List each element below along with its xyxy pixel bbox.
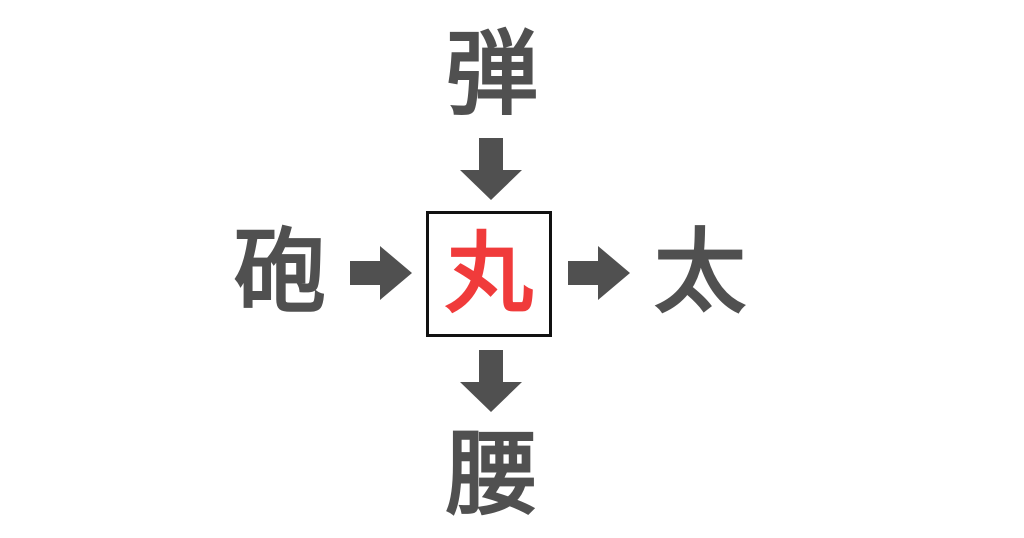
kanji-bottom: 腰 xyxy=(445,421,538,528)
kanji-right: 太 xyxy=(653,219,746,326)
arrow-right-icon xyxy=(568,246,630,300)
arrow-right-icon xyxy=(350,246,412,300)
arrow-down-icon xyxy=(460,138,522,200)
kanji-top: 弾 xyxy=(445,21,538,128)
answer-kanji: 丸 xyxy=(444,222,533,325)
arrow-down-icon xyxy=(460,350,522,412)
kanji-left: 砲 xyxy=(233,219,326,326)
answer-box: 丸 xyxy=(426,211,552,337)
